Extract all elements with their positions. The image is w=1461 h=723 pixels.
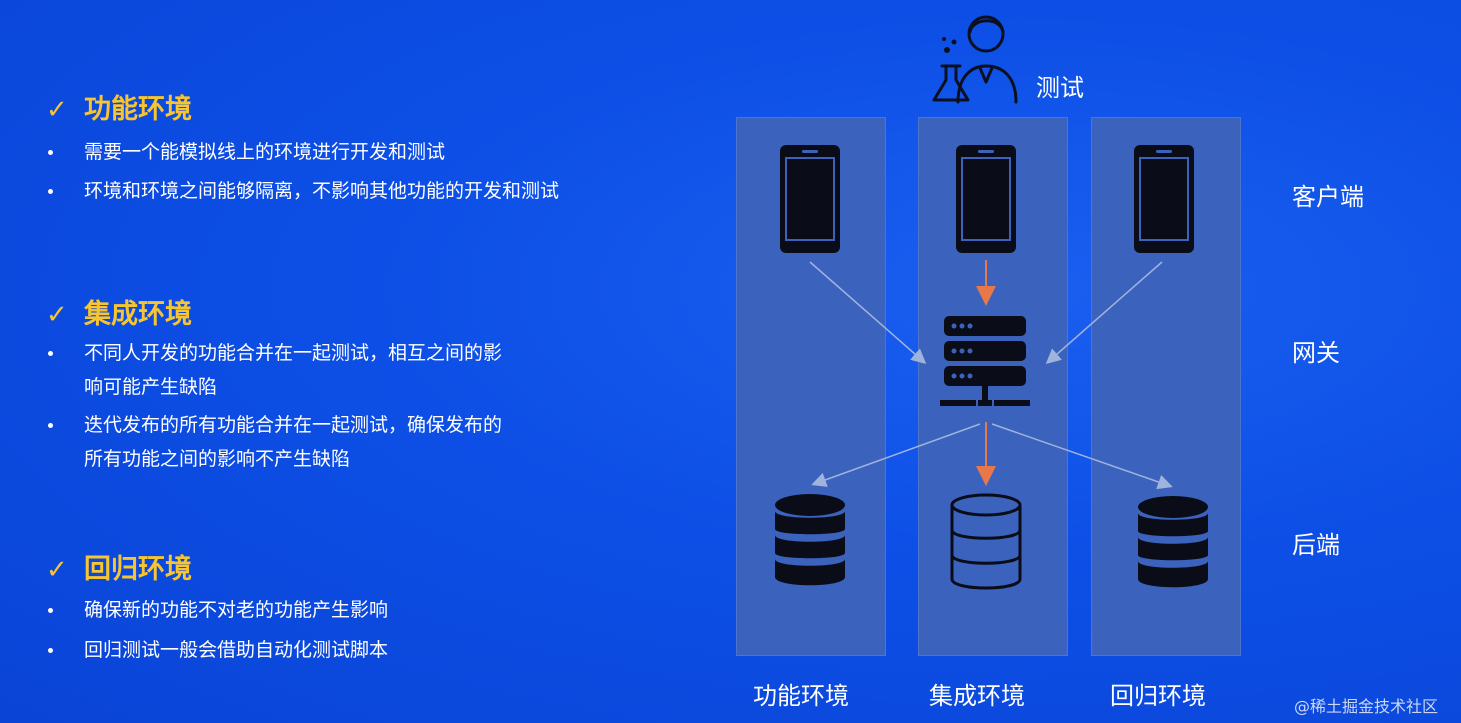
layer-label-gateway: 网关 bbox=[1292, 339, 1340, 367]
database-icon bbox=[775, 494, 845, 586]
database-icon bbox=[950, 493, 1022, 590]
check-icon: ✓ bbox=[46, 300, 68, 330]
bullet-item: 确保新的功能不对老的功能产生影响 bbox=[46, 593, 388, 627]
server-icon bbox=[940, 316, 1030, 406]
phone-icon bbox=[1134, 145, 1194, 253]
scientist-icon bbox=[932, 15, 1018, 104]
check-icon: ✓ bbox=[46, 555, 68, 585]
phone-icon bbox=[956, 145, 1016, 253]
bullet-item: 需要一个能模拟线上的环境进行开发和测试 bbox=[46, 135, 559, 169]
bullet-item: 不同人开发的功能合并在一起测试，相互之间的影 响可能产生缺陷 bbox=[46, 336, 502, 404]
phone-icon bbox=[780, 145, 840, 253]
column-label-feature-env: 功能环境 bbox=[753, 682, 849, 710]
section-integration-env: ✓ 集成环境 不同人开发的功能合并在一起测试，相互之间的影 响可能产生缺陷 迭代… bbox=[46, 297, 502, 476]
column-label-integration-env: 集成环境 bbox=[929, 682, 1025, 710]
layer-label-client: 客户端 bbox=[1292, 183, 1364, 211]
arrow-client3-to-gateway bbox=[1045, 261, 1163, 364]
bullet-item: 迭代发布的所有功能合并在一起测试，确保发布的 所有功能之间的影响不产生缺陷 bbox=[46, 408, 502, 476]
bullet-item: 回归测试一般会借助自动化测试脚本 bbox=[46, 633, 388, 667]
column-label-regression-env: 回归环境 bbox=[1110, 682, 1206, 710]
bullet-item: 环境和环境之间能够隔离，不影响其他功能的开发和测试 bbox=[46, 174, 559, 208]
layer-label-backend: 后端 bbox=[1292, 531, 1340, 559]
watermark: @稀土掘金技术社区 bbox=[1294, 697, 1439, 716]
arrow-client1-to-gateway bbox=[809, 261, 927, 364]
section-title: 功能环境 bbox=[84, 94, 192, 125]
arrow-gateway-to-db1 bbox=[811, 423, 981, 487]
tester-label: 测试 bbox=[1036, 74, 1084, 102]
section-title: 集成环境 bbox=[84, 299, 192, 330]
section-title: 回归环境 bbox=[84, 554, 192, 585]
section-feature-env: ✓ 功能环境 需要一个能模拟线上的环境进行开发和测试 环境和环境之间能够隔离，不… bbox=[46, 92, 559, 208]
section-regression-env: ✓ 回归环境 确保新的功能不对老的功能产生影响 回归测试一般会借助自动化测试脚本 bbox=[46, 552, 388, 667]
database-icon bbox=[1138, 496, 1208, 588]
arrow-gateway-to-db3 bbox=[991, 423, 1173, 490]
check-icon: ✓ bbox=[46, 95, 68, 125]
